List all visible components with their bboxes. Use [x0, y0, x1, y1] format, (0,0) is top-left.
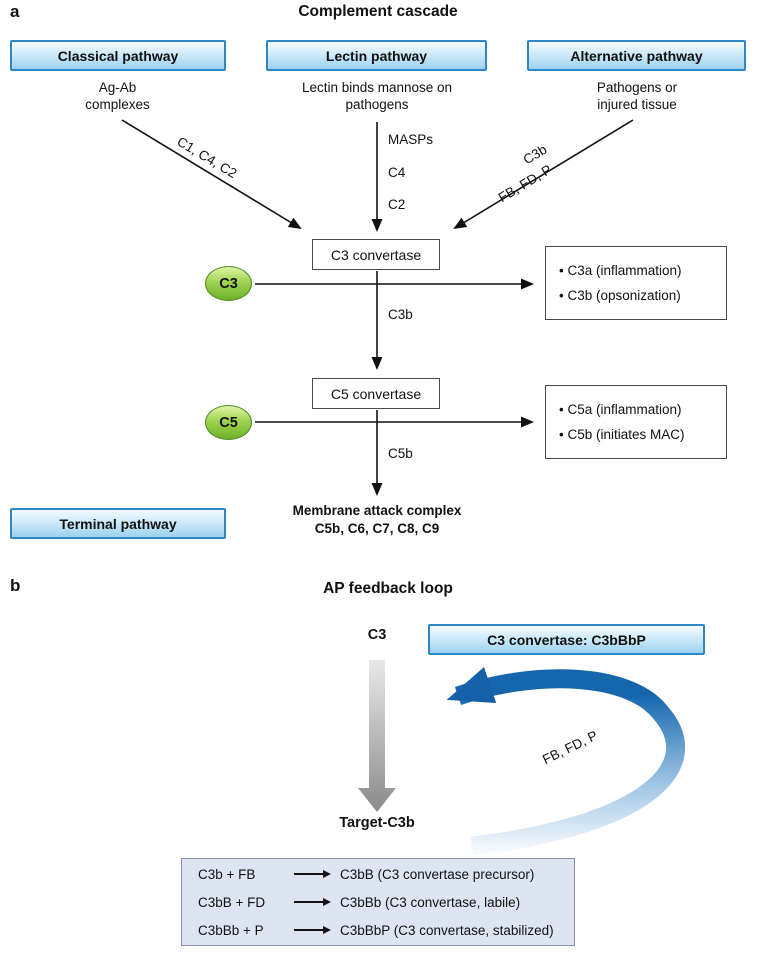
c3a-output: • C3a (inflammation): [559, 263, 682, 278]
formula-row-1: C3b + FB C3bB (C3 convertase precursor): [198, 863, 574, 886]
panel-a-label: a: [10, 2, 20, 21]
lectin-label-masps: MASPs: [388, 132, 434, 147]
c3b-output: • C3b (opsonization): [559, 288, 681, 303]
lectin-label-c2: C2: [388, 197, 406, 212]
classical-source-text: Ag-Ab complexes: [85, 80, 150, 112]
arrow-classical-to-c3convertase: [121, 119, 302, 230]
formula-row-3: C3bBb + P C3bBbP (C3 convertase, stabili…: [198, 919, 574, 942]
formula-2-rhs: C3bBb (C3 convertase, labile): [340, 894, 521, 910]
mac-text: Membrane attack complex C5b, C6, C7, C8,…: [292, 503, 462, 536]
feedback-c3-text: C3: [367, 627, 387, 643]
formula-row-2: C3bB + FD C3bBb (C3 convertase, labile): [198, 891, 574, 914]
c5-outputs-box: • C5a (inflammation) • C5b (initiates MA…: [545, 385, 727, 459]
lectin-label-c4: C4: [388, 165, 406, 180]
formula-3-lhs: C3bBb + P: [198, 922, 264, 938]
classical-pathway-box: Classical pathway: [10, 40, 226, 71]
formula-1-rhs: C3bB (C3 convertase precursor): [340, 866, 535, 882]
c3-convertase-box: C3 convertase: [312, 239, 440, 270]
target-c3b-text: Target-C3b: [339, 815, 415, 831]
c5b-step-label: C5b: [388, 446, 413, 461]
formula-2-arrow-icon: [294, 898, 331, 906]
formula-2-lhs: C3bB + FD: [198, 894, 266, 910]
lectin-source-text: Lectin binds mannose on pathogens: [301, 80, 453, 112]
gray-arrow-c3-to-target: [358, 660, 396, 812]
c5-substrate-ellipse: C5: [205, 405, 252, 440]
panel-a-title: Complement cascade: [298, 3, 458, 20]
formula-box: C3b + FB C3bB (C3 convertase precursor) …: [181, 858, 575, 946]
alternative-source-text: Pathogens or injured tissue: [596, 80, 678, 112]
arrow-alternative-to-c3convertase: [453, 119, 634, 230]
formula-3-rhs: C3bBbP (C3 convertase, stabilized): [340, 922, 554, 938]
feedback-convertase-box: C3 convertase: C3bBbP: [428, 624, 705, 655]
lectin-pathway-box: Lectin pathway: [266, 40, 487, 71]
blue-feedback-arrow: [446, 667, 686, 856]
c3b-step-label: C3b: [388, 307, 413, 322]
panel-b-title: AP feedback loop: [323, 580, 453, 597]
terminal-pathway-box: Terminal pathway: [10, 508, 226, 539]
formula-1-lhs: C3b + FB: [198, 866, 256, 882]
alternative-pathway-box: Alternative pathway: [527, 40, 746, 71]
c3-outputs-box: • C3a (inflammation) • C3b (opsonization…: [545, 246, 727, 320]
c5-convertase-box: C5 convertase: [312, 378, 440, 409]
c3-substrate-ellipse: C3: [205, 266, 252, 301]
panel-b-label: b: [10, 576, 21, 595]
formula-1-arrow-icon: [294, 870, 331, 878]
c5b-output: • C5b (initiates MAC): [559, 427, 685, 442]
c5a-output: • C5a (inflammation): [559, 402, 682, 417]
formula-3-arrow-icon: [294, 926, 331, 934]
